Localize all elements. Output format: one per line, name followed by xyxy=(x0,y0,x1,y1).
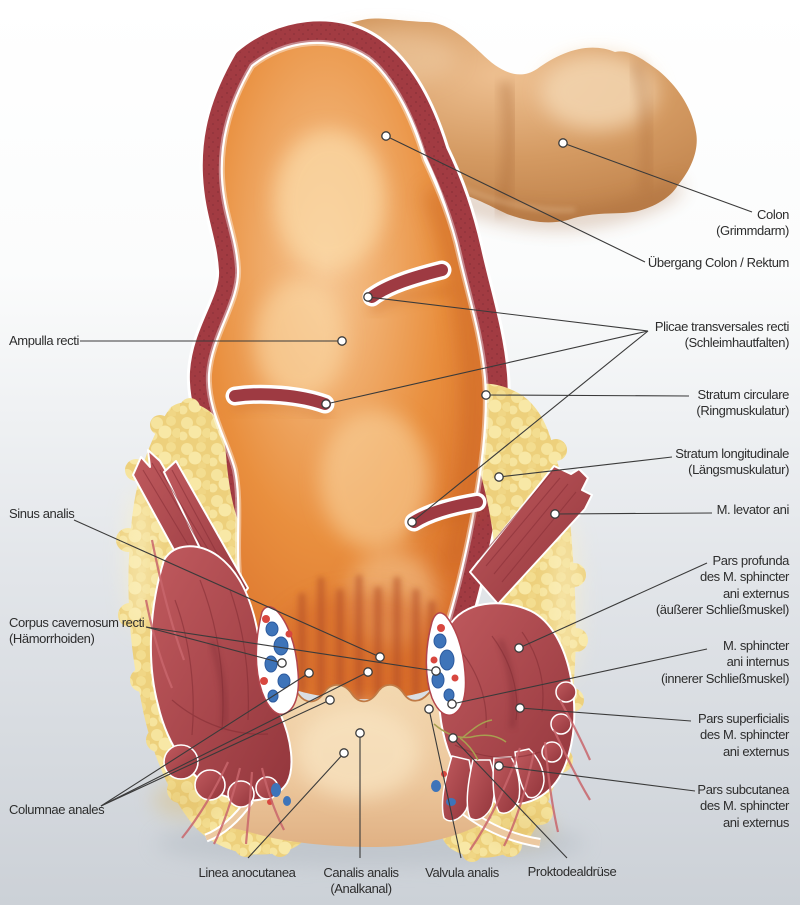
label-line: des M. sphincter xyxy=(700,798,789,814)
label-colon: Colon (Grimmdarm) xyxy=(716,207,789,240)
label-line: (innerer Schließmuskel) xyxy=(660,670,789,686)
label-pars-subcutanea: Pars subcutanea des M. sphincter ani ext… xyxy=(697,782,789,831)
label-line: (Ringmuskulatur) xyxy=(696,403,789,419)
label-stratum-circulare: Stratum circulare (Ringmuskulatur) xyxy=(696,387,789,420)
plica-folds xyxy=(225,260,487,536)
label-uebergang-colon-rektum: Übergang Colon / Rektum xyxy=(647,255,790,271)
label-line: Columnae anales xyxy=(9,802,105,817)
anal-canal xyxy=(204,683,541,848)
label-line: Sinus analis xyxy=(9,506,75,521)
label-line: Stratum longitudinale xyxy=(675,446,789,461)
label-line: (Hämorrhoiden) xyxy=(9,631,95,647)
marker-dots xyxy=(277,131,568,771)
label-plicae-transversales: Plicae transversales recti (Schleimhautf… xyxy=(654,319,790,352)
label-line: Corpus cavernosum recti xyxy=(9,615,145,630)
label-m-sphincter-ani-internus: M. sphincter ani internus (innerer Schli… xyxy=(661,638,789,687)
label-line: ani internus xyxy=(726,654,790,670)
label-line: ani externus xyxy=(722,743,789,759)
label-stratum-longitudinale: Stratum longitudinale (Längsmuskulatur) xyxy=(675,446,789,479)
label-m-levator-ani: M. levator ani xyxy=(716,502,790,518)
label-line: M. levator ani xyxy=(716,502,790,517)
label-line: ani externus xyxy=(722,814,789,830)
label-ampulla-recti: Ampulla recti xyxy=(9,333,79,349)
label-line: Pars subcutanea xyxy=(697,782,789,797)
label-line: Canalis analis xyxy=(323,865,399,880)
label-line: Ampulla recti xyxy=(9,333,79,348)
anal-valves-edge xyxy=(267,683,447,703)
label-line: Übergang Colon / Rektum xyxy=(647,255,790,270)
label-line: Plicae transversales recti xyxy=(654,319,790,334)
vessels-in-fat xyxy=(144,539,592,851)
label-line: Colon xyxy=(757,207,789,222)
label-proktodealdruese: Proktodealdrüse xyxy=(528,864,617,880)
label-line: (äußerer Schließmuskel) xyxy=(655,601,790,617)
label-line: Linea anocutanea xyxy=(198,865,296,880)
label-line: des M. sphincter xyxy=(700,727,789,743)
label-valvula-analis: Valvula analis xyxy=(425,865,499,881)
label-pars-superficialis: Pars superficialis des M. sphincter ani … xyxy=(698,711,789,760)
label-canalis-analis: Canalis analis (Analkanal) xyxy=(323,865,399,898)
label-line: M. sphincter xyxy=(722,638,789,653)
label-sinus-analis: Sinus analis xyxy=(9,506,75,522)
label-line: (Analkanal) xyxy=(330,881,392,897)
label-columnae-anales: Columnae anales xyxy=(9,802,105,818)
label-line: Valvula analis xyxy=(425,865,499,880)
label-line: (Längsmuskulatur) xyxy=(688,462,789,478)
sphincter-muscle-mass-right xyxy=(437,602,577,822)
label-line: (Grimmdarm) xyxy=(716,223,789,239)
label-pars-profunda: Pars profunda des M. sphincter ani exter… xyxy=(655,553,790,618)
label-linea-anocutanea: Linea anocutanea xyxy=(199,865,296,881)
muscle-levator-ani-right xyxy=(469,465,593,605)
label-line: Pars profunda xyxy=(712,553,790,568)
hemorrhoid-cushion-left xyxy=(255,606,300,716)
label-line: Pars superficialis xyxy=(697,711,789,726)
leader-lines xyxy=(73,135,753,859)
label-corpus-cavernosum: Corpus cavernosum recti (Hämorrhoiden) xyxy=(9,615,145,648)
label-line: Proktodealdrüse xyxy=(527,864,617,879)
label-line: (Schleimhautfalten) xyxy=(684,335,790,351)
label-line: des M. sphincter xyxy=(700,569,789,585)
label-line: Stratum circulare xyxy=(697,387,790,402)
label-line: ani externus xyxy=(722,585,789,601)
